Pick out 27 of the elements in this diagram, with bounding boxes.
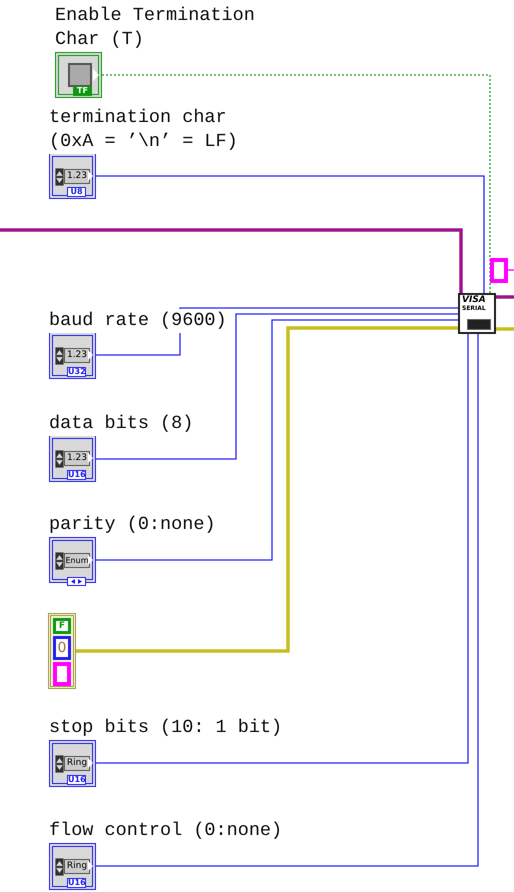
type-field: 1.23 <box>64 348 90 363</box>
wire <box>102 74 491 293</box>
type-tag: TF <box>73 86 92 96</box>
type-tag: U32 <box>67 367 86 377</box>
wire <box>496 327 514 331</box>
type-field: Enum <box>64 553 90 568</box>
wire <box>96 334 479 867</box>
wire <box>96 175 485 293</box>
wire <box>96 313 458 460</box>
wire <box>96 319 458 561</box>
type-tag: U8 <box>67 187 86 197</box>
wire <box>96 334 469 764</box>
type-tag: U16 <box>67 775 86 785</box>
wire <box>76 326 458 653</box>
type-field: Ring <box>64 756 90 771</box>
node-title: VISA <box>462 295 486 305</box>
type-tag: U16 <box>67 470 86 480</box>
wire <box>96 307 458 356</box>
wire <box>0 228 463 293</box>
wire <box>496 295 514 299</box>
type-tag: U16 <box>67 878 86 888</box>
type-field: 1.23 <box>64 451 90 466</box>
type-field: 1.23 <box>64 169 90 184</box>
type-field: Ring <box>64 859 90 874</box>
terminal-label: data bits (8) <box>49 412 194 436</box>
boolean-constant: F <box>53 618 71 634</box>
numeric-constant: 0 <box>53 636 71 660</box>
